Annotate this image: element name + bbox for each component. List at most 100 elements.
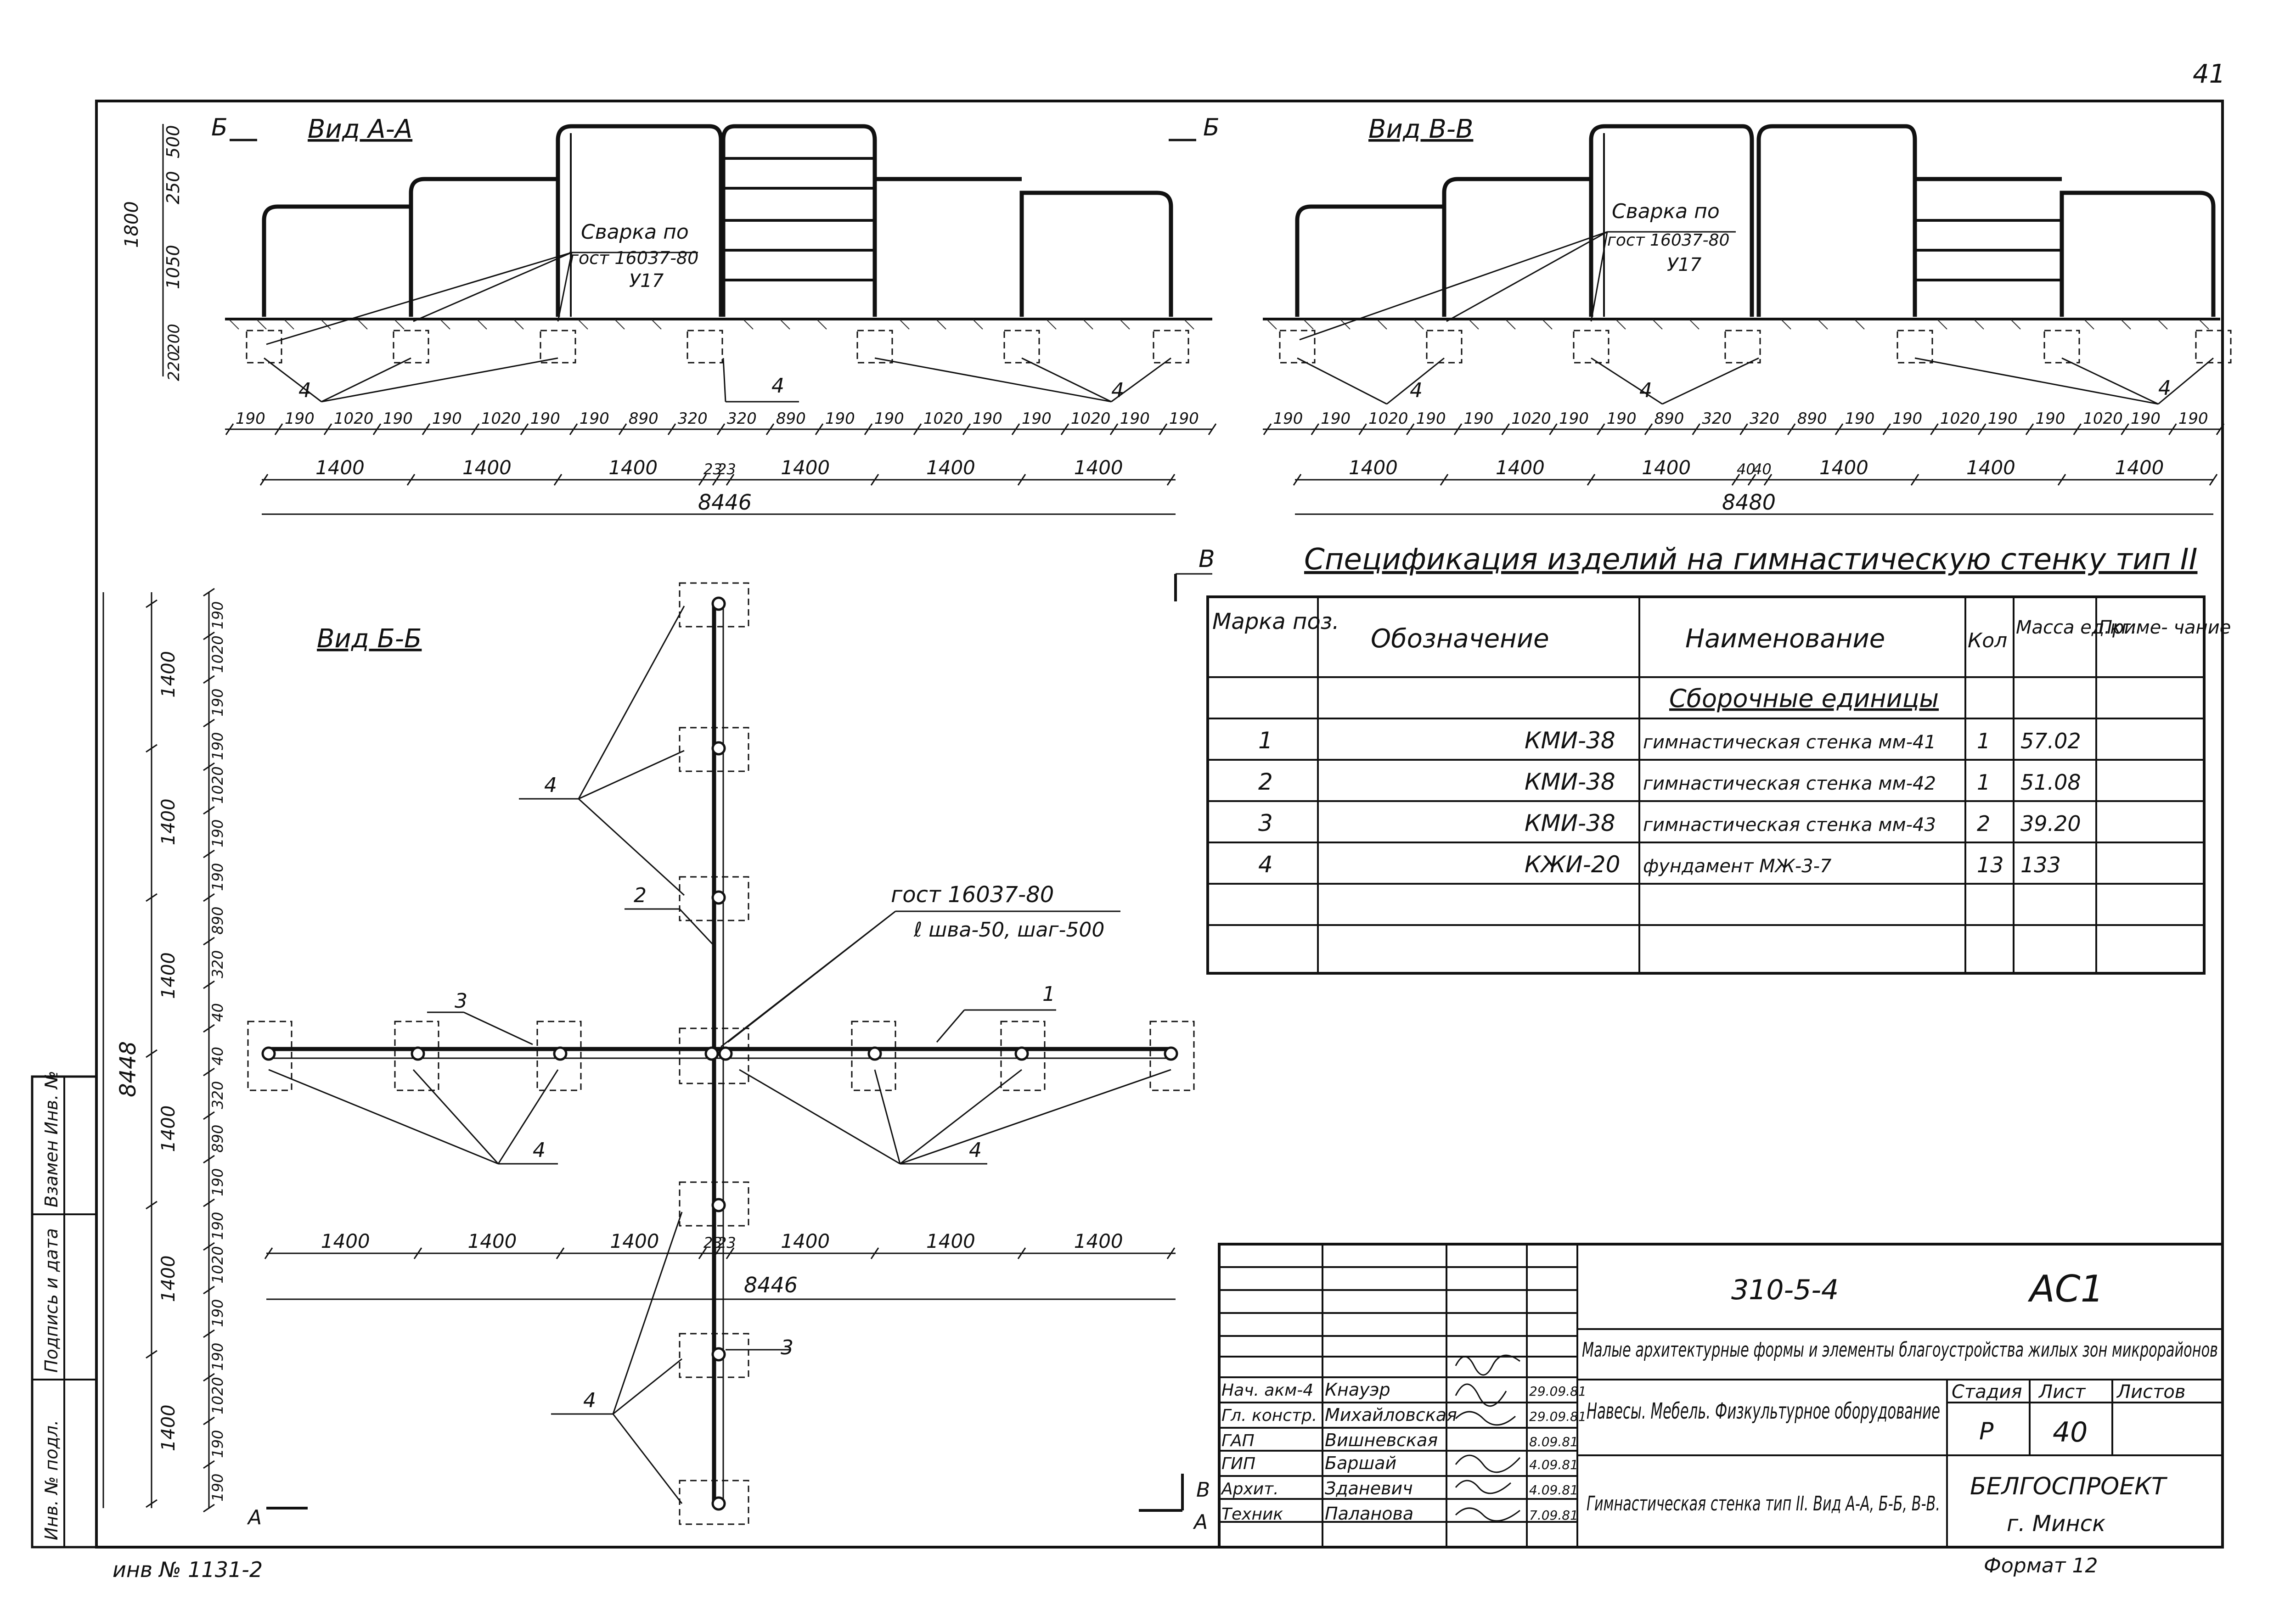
dimension-tick [203, 762, 215, 771]
signer-name: Паланова [1325, 1504, 1413, 1524]
vertical-dimension: 190 [209, 1212, 226, 1240]
dimension-tick [1011, 423, 1020, 435]
dimension-tick [203, 1198, 215, 1207]
view-aa-pos-4c: 4 [1111, 379, 1124, 402]
spec-row-mass: 39.20 [2020, 811, 2081, 836]
dimension-tick [146, 1499, 158, 1508]
spec-group: Сборочные единицы [1669, 684, 1939, 713]
signer-date: 29.09.81 [1529, 1384, 1587, 1399]
vertical-dimension: 320 [209, 1081, 226, 1109]
dimension-tick [712, 1247, 721, 1259]
dimension-tick [1597, 423, 1605, 435]
dimension-tick [716, 423, 726, 435]
spec-row-designation: КМИ-38 [1525, 727, 1615, 754]
dimension-value: 890 [1797, 410, 1827, 428]
module-dimension: 1400 [1966, 456, 2015, 479]
spec-header-mass: Масса ед.кг. [2016, 617, 2137, 638]
dimension-tick [815, 423, 824, 435]
view-bb: Вид Б-Б гост 16037-80 ℓ шва-50, шаг-500 [102, 545, 1215, 1534]
dimension-value: 190 [1988, 410, 2018, 428]
dimension-tick [146, 1201, 158, 1210]
dimension-tick [1263, 423, 1272, 435]
module-dimension: 1400 [781, 1230, 830, 1252]
vertical-dimension: 190 [209, 1343, 226, 1371]
dimension-tick [1453, 423, 1463, 435]
section-mark-b-left: Б [211, 114, 228, 141]
vertical-dimension: 1020 [209, 635, 226, 673]
view-vv-weld-line1: Сварка по [1612, 200, 1720, 223]
view-bb-pos-2: 2 [634, 884, 647, 907]
dimension-value: 190 [1845, 410, 1874, 428]
dimension-value: 190 [1892, 410, 1922, 428]
dimension-value: 190 [432, 410, 462, 428]
view-bb-vertical-dims: 1901020190190102019019089032040403208901… [203, 588, 226, 1513]
view-bb-weld-line2: ℓ шва-50, шаг-500 [913, 918, 1104, 942]
signer-name: Вишневская [1325, 1430, 1438, 1450]
dimension-value: 1020 [334, 410, 374, 428]
view-bb-weld-line1: гост 16037-80 [891, 882, 1054, 908]
dimension-tick [726, 474, 735, 486]
dimension-value: 320 [727, 410, 757, 428]
dimension-tick [1166, 1247, 1176, 1259]
module-dimension: 1400 [2115, 456, 2164, 479]
vertical-dimension: 190 [209, 863, 226, 891]
dimension-tick [203, 1111, 215, 1120]
signer-date: 8.09.81 [1529, 1434, 1578, 1449]
dimension-value: 190 [1169, 410, 1199, 428]
section-mark-v-bottom: В [1196, 1478, 1210, 1502]
dimension-tick [203, 1067, 215, 1077]
vertical-dimension: 1020 [209, 1377, 226, 1414]
spec-row-mass: 133 [2020, 853, 2061, 877]
view-bb-pos-3a: 3 [455, 989, 467, 1013]
dimension-tick [2025, 423, 2034, 435]
spec-row-mass: 57.02 [2020, 729, 2081, 753]
signature-marks [1455, 1354, 1521, 1522]
dimension-value: 190 [2178, 410, 2208, 428]
dimension-tick [413, 1247, 422, 1259]
dimension-tick [1910, 474, 1919, 486]
spec-row-designation: КМИ-38 [1525, 810, 1615, 836]
dimension-tick [1763, 474, 1773, 486]
vertical-dimension: 190 [209, 819, 226, 847]
dimension-tick [2073, 423, 2082, 435]
dimension-value: 190 [1416, 410, 1446, 428]
dimension-tick [2057, 474, 2066, 486]
dimension-tick [203, 937, 215, 946]
dimension-tick [203, 1242, 215, 1251]
view-aa-dim-1050: 1050 [163, 245, 183, 289]
spec-header-note: Приме- чание [2099, 617, 2231, 638]
spec-row-mark: 3 [1258, 810, 1273, 836]
vertical-dimension: 1020 [209, 766, 226, 803]
dimension-tick [203, 980, 215, 989]
dimension-tick [1017, 474, 1026, 486]
title-stage-label: Стадия [1952, 1381, 2022, 1403]
spec-header-designation: Обозначение [1371, 624, 1549, 654]
dimension-tick [225, 423, 234, 435]
section-mark-a-bottom: А [247, 1506, 262, 1529]
dimension-tick [698, 474, 707, 486]
dimension-value: 190 [1022, 410, 1052, 428]
dimension-tick [1644, 423, 1653, 435]
view-vv-pos-4c: 4 [2158, 376, 2171, 400]
dimension-tick [1692, 423, 1700, 435]
vertical-dimension: 1020 [209, 1246, 226, 1283]
dimension-value: 190 [1607, 410, 1637, 428]
dimension-tick [146, 599, 158, 608]
dimension-tick [1208, 423, 1217, 435]
dimension-value: 1020 [1368, 410, 1408, 428]
title-mark: АС1 [2027, 1268, 2104, 1310]
dimension-tick [264, 1247, 273, 1259]
title-project: Малые архитектурные формы и элементы бла… [1582, 1338, 2218, 1362]
dimension-tick [1440, 474, 1449, 486]
vertical-dimension: 190 [209, 601, 226, 629]
dimension-value: 190 [874, 410, 904, 428]
dimension-value: 1020 [1511, 410, 1551, 428]
view-bb-pos-4d: 4 [583, 1389, 596, 1412]
side-stamp-inv-replace: Взамен Инв. № [41, 1071, 62, 1207]
view-aa-weld-line3: У17 [629, 270, 664, 292]
title-city: г. Минск [2007, 1511, 2105, 1537]
